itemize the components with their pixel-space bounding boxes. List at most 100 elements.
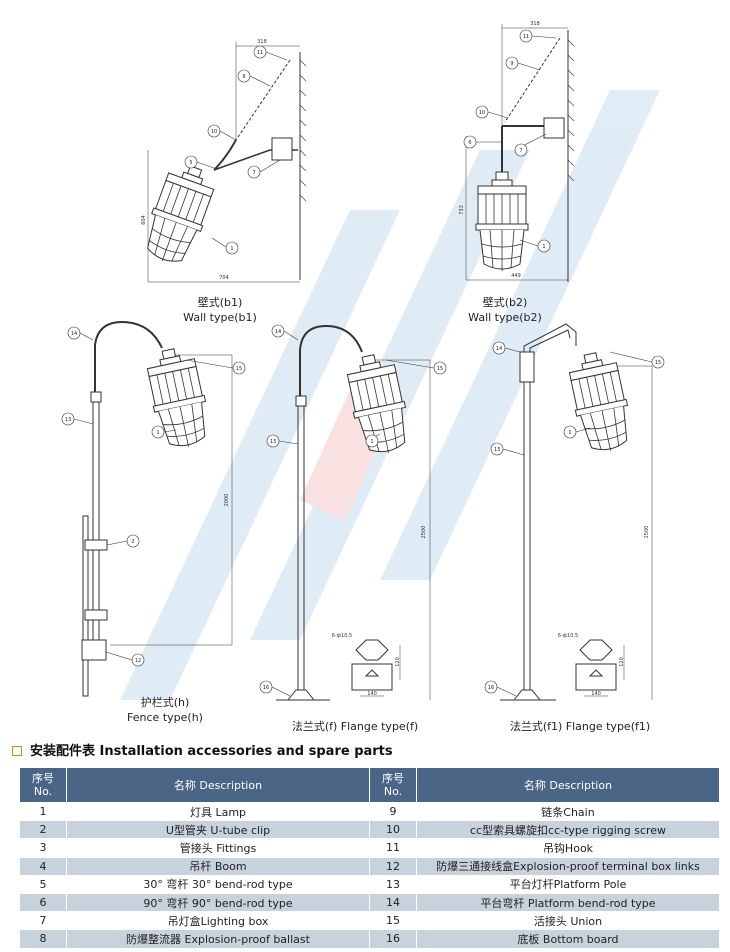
section-title: 安装配件表 Installation accessories and spare… — [12, 740, 393, 759]
balloon-text: 9 — [510, 61, 513, 67]
balloon-text: 13 — [65, 417, 71, 423]
balloon-f-14 — [271, 324, 285, 338]
balloon-b2-7 — [514, 143, 528, 157]
dim-f-holes: 6-ф10.5 — [332, 633, 352, 639]
balloon-f1-15 — [651, 355, 665, 369]
caption-b2-en: Wall type(b2) — [468, 311, 542, 324]
balloon-text: 5 — [189, 160, 192, 166]
balloon-text: 7 — [519, 148, 522, 154]
balloon-f-1 — [365, 434, 379, 448]
balloon-text: 1 — [542, 244, 545, 250]
balloon-f1-1 — [563, 425, 577, 439]
dim-b2-top: 318 — [530, 21, 540, 27]
dim-h-height: 2000 — [224, 494, 230, 507]
drawing-wall-b1 — [137, 42, 307, 283]
balloon-f1-16 — [484, 680, 498, 694]
balloon-text: 16 — [488, 685, 494, 691]
section-marker-icon — [12, 745, 22, 756]
dim-f-140: 140 — [367, 691, 377, 697]
balloon-h-15 — [232, 361, 246, 375]
balloon-text: 14 — [496, 346, 502, 352]
dim-b1-top: 318 — [257, 39, 267, 45]
drawing-wall-b2 — [465, 24, 575, 282]
balloon-text: 1 — [370, 439, 373, 445]
balloon-text: 12 — [135, 658, 141, 664]
drawing-flange-f — [276, 324, 431, 701]
dim-f1-height: 2500 — [644, 526, 650, 539]
balloon-text: 1 — [230, 246, 233, 252]
balloon-b2-11 — [519, 29, 533, 43]
caption-h-cn: 护栏式(h) — [140, 696, 190, 709]
header-desc: 名称 Description — [66, 767, 370, 803]
balloon-text: 10 — [479, 110, 485, 116]
balloon-text: 13 — [494, 447, 500, 453]
caption-h-en: Fence type(h) — [127, 711, 203, 724]
dim-f-120: 120 — [395, 657, 401, 667]
balloon-h-14 — [67, 326, 81, 340]
caption-b2-cn: 壁式(b2) — [482, 296, 528, 309]
dim-f1-120: 120 — [619, 657, 625, 667]
balloon-f-16 — [259, 680, 273, 694]
balloon-b1-5 — [184, 155, 198, 169]
balloon-text: 9 — [242, 74, 245, 80]
caption-f: 法兰式(f) Flange type(f) — [291, 720, 419, 733]
balloon-b1-11 — [253, 45, 267, 59]
balloon-h-1 — [151, 425, 165, 439]
section-title-text: 安装配件表 Installation accessories and spare… — [30, 744, 393, 759]
balloon-text: 10 — [211, 129, 217, 135]
balloon-text: 6 — [468, 140, 471, 146]
dim-b1-bottom: 704 — [219, 275, 229, 281]
balloon-text: 1 — [156, 430, 159, 436]
balloon-text: 16 — [263, 685, 269, 691]
balloon-b2-1 — [537, 239, 551, 253]
drawing-fence-h — [81, 320, 233, 697]
balloon-text: 13 — [270, 439, 276, 445]
caption-b1-cn: 壁式(b1) — [197, 296, 243, 309]
balloon-b2-6 — [463, 135, 477, 149]
balloon-text: 11 — [523, 34, 529, 40]
installation-drawings: 318 604 704 318 733 449 2000 — [61, 21, 665, 701]
balloon-b2-10 — [475, 105, 489, 119]
balloon-text: 7 — [252, 170, 255, 176]
balloon-text: 14 — [275, 329, 281, 335]
dim-b2-height: 733 — [459, 205, 465, 215]
balloon-f1-14 — [492, 341, 506, 355]
balloon-text: 15 — [655, 360, 661, 366]
balloon-f-15 — [433, 361, 447, 375]
dim-f1-holes: 6-ф10.5 — [558, 633, 578, 639]
dim-f-height: 2500 — [421, 526, 427, 539]
balloon-b1-1 — [225, 241, 239, 255]
balloon-b1-9 — [237, 69, 251, 83]
drawing-flange-f1 — [500, 323, 653, 701]
dim-f1-140: 140 — [591, 691, 601, 697]
balloon-b1-10 — [207, 124, 221, 138]
balloon-b1-7 — [247, 165, 261, 179]
dim-b1-height: 604 — [141, 215, 147, 225]
header-desc: 名称 Description — [416, 767, 720, 803]
balloon-b2-9 — [505, 56, 519, 70]
balloon-h-13 — [61, 412, 75, 426]
balloon-f1-13 — [490, 442, 504, 456]
balloon-text: 1 — [568, 430, 571, 436]
balloon-text: 2 — [131, 539, 134, 545]
dim-b2-bottom: 449 — [511, 273, 521, 279]
balloon-h-12 — [131, 653, 145, 667]
balloon-text: 15 — [437, 366, 443, 372]
balloon-text: 14 — [71, 331, 77, 337]
balloon-h-2 — [126, 534, 140, 548]
balloon-text: 11 — [257, 50, 263, 56]
caption-b1-en: Wall type(b1) — [183, 311, 257, 324]
balloon-text: 15 — [236, 366, 242, 372]
balloon-f-13 — [266, 434, 280, 448]
